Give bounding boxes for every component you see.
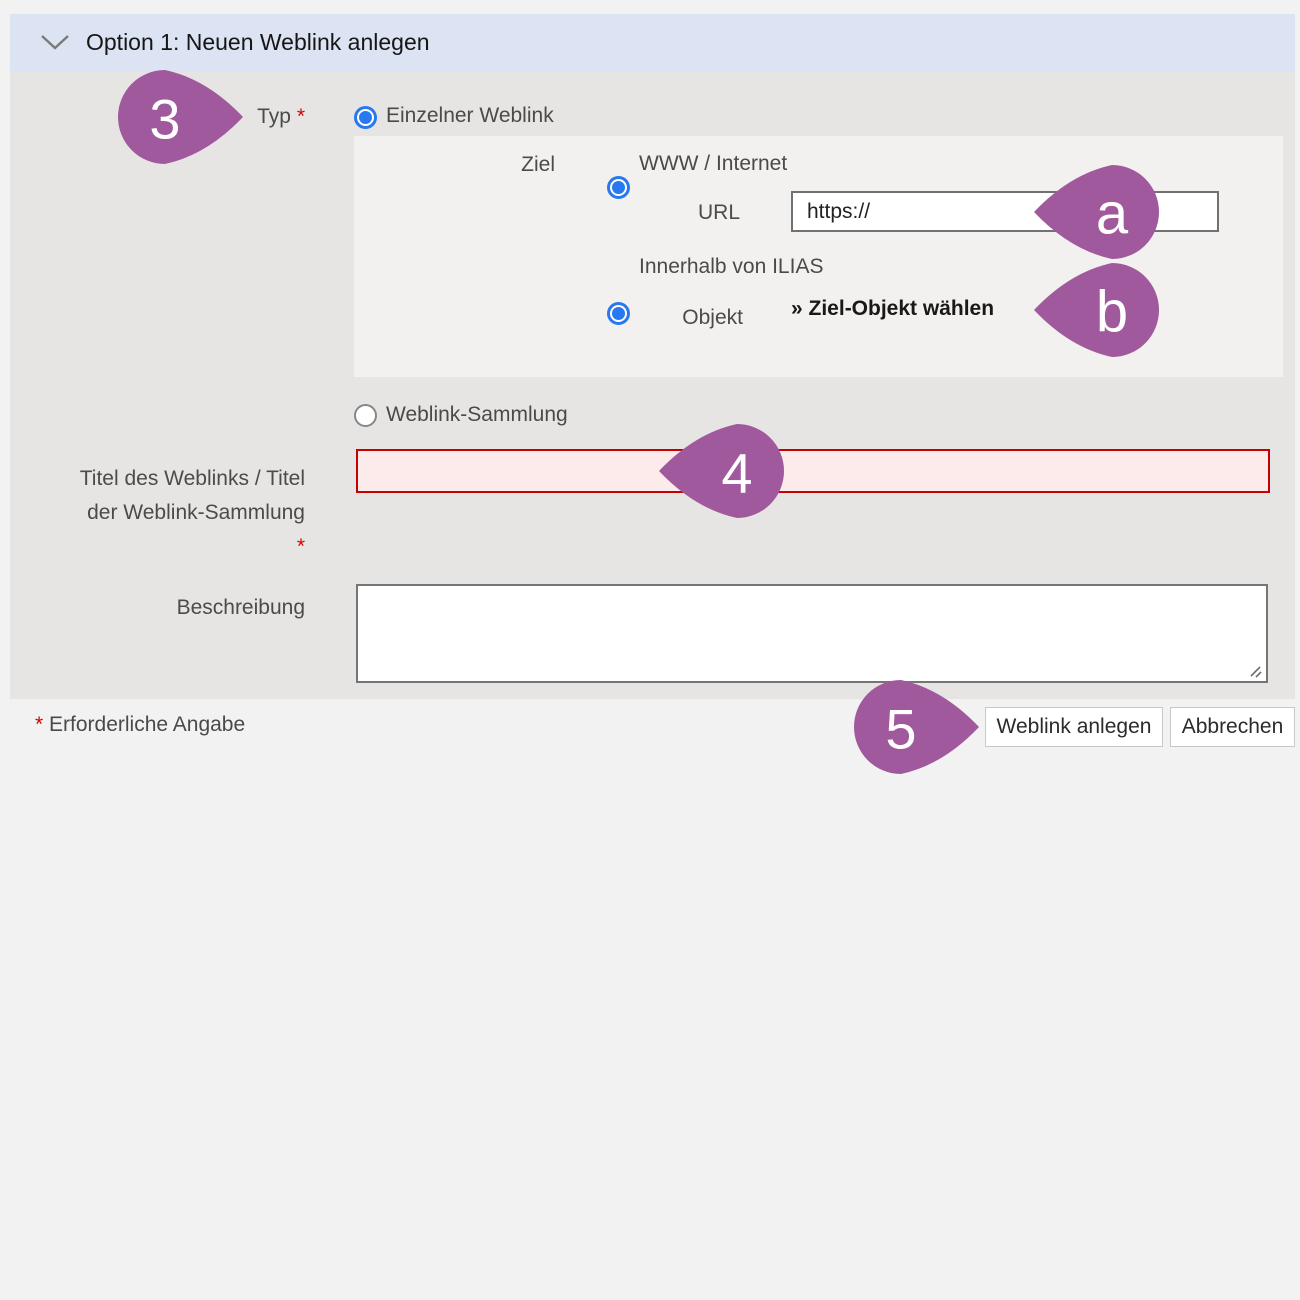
radio-www-internet[interactable] [607, 176, 630, 199]
typ-required-asterisk: * [296, 105, 305, 128]
objekt-label: Objekt [682, 306, 743, 329]
textarea-resize-handle[interactable] [1248, 664, 1264, 679]
radio-innerhalb-ilias-label[interactable]: Innerhalb von ILIAS [639, 255, 824, 278]
abbrechen-button[interactable]: Abbrechen [1170, 707, 1295, 747]
beschreibung-textarea[interactable] [356, 584, 1268, 683]
radio-weblink-sammlung[interactable] [354, 404, 377, 427]
radio-www-internet-label[interactable]: WWW / Internet [639, 152, 788, 175]
titel-input[interactable] [356, 449, 1270, 493]
typ-label: Typ * [257, 105, 305, 128]
accordion-header[interactable]: Option 1: Neuen Weblink anlegen [10, 14, 1295, 71]
url-input[interactable] [791, 191, 1219, 232]
titel-required-asterisk: * [296, 535, 305, 558]
required-note: * Erforderliche Angabe [35, 713, 246, 736]
radio-innerhalb-ilias[interactable] [607, 302, 630, 325]
radio-weblink-sammlung-label[interactable]: Weblink-Sammlung [386, 403, 568, 426]
ziel-label: Ziel [521, 153, 555, 176]
chevron-down-icon [41, 35, 69, 50]
url-label: URL [697, 201, 740, 224]
svg-text:5: 5 [885, 698, 916, 761]
beschreibung-label: Beschreibung [176, 596, 305, 619]
accordion-title: Option 1: Neuen Weblink anlegen [86, 29, 430, 55]
ziel-objekt-waehlen-link[interactable]: » Ziel-Objekt wählen [791, 297, 995, 320]
radio-einzelner-weblink-label[interactable]: Einzelner Weblink [386, 104, 554, 127]
required-note-asterisk: * [35, 713, 44, 736]
radio-einzelner-weblink[interactable] [354, 106, 377, 129]
weblink-anlegen-button[interactable]: Weblink anlegen [985, 707, 1163, 747]
titel-label: Titel des Weblinks / Titel der Weblink-S… [79, 467, 305, 558]
